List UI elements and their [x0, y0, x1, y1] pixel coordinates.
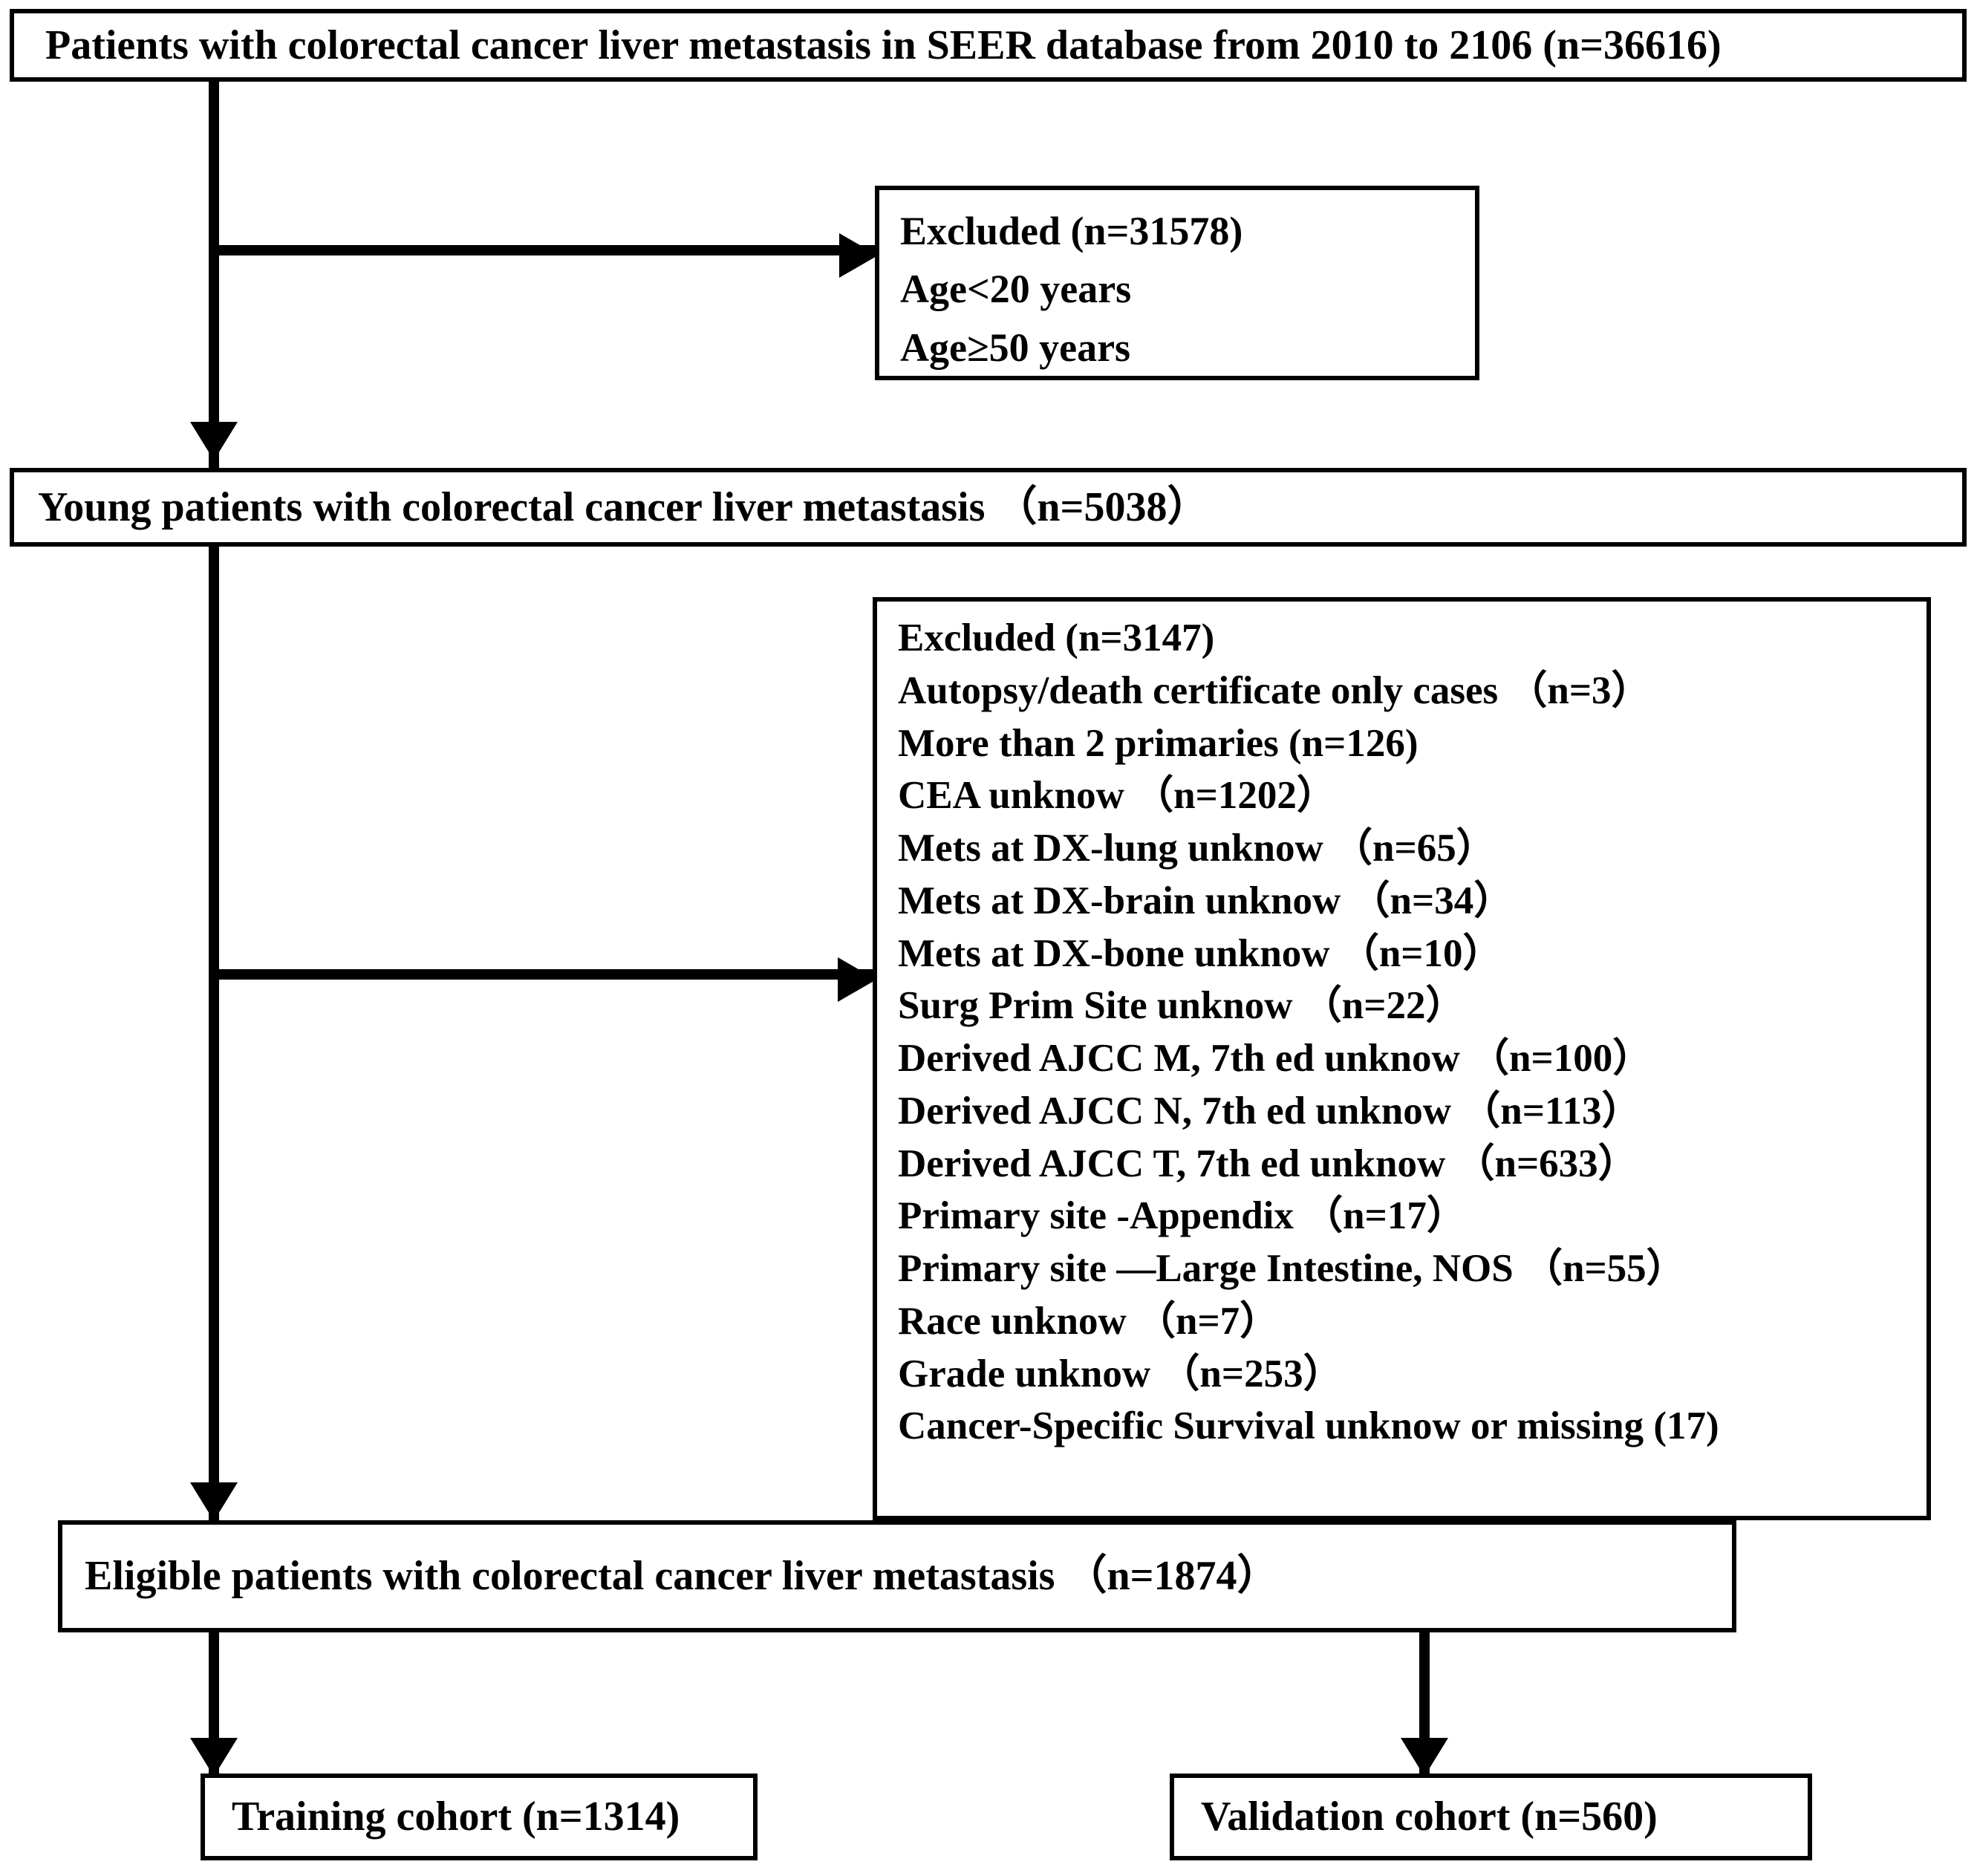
arrowhead-source-to-young	[190, 422, 238, 460]
excluded-2-line-11: Derived AJCC T, 7th ed unknow （n=633）	[898, 1141, 1638, 1185]
node-eligible-patients: Eligible patients with colorectal cancer…	[58, 1520, 1736, 1632]
connector-source-to-young	[209, 82, 219, 483]
excluded-2-line-9: Derived AJCC M, 7th ed unknow （n=100）	[898, 1037, 1652, 1080]
excluded-1-line-2: Age<20 years	[900, 267, 1132, 312]
node-validation-cohort: Validation cohort (n=560)	[1170, 1774, 1812, 1860]
node-source-population: Patients with colorectal cancer liver me…	[10, 9, 1967, 82]
arrowhead-to-excluded-2	[838, 957, 876, 1002]
connector-to-excluded-1	[214, 245, 882, 255]
node-source-label: Patients with colorectal cancer liver me…	[45, 22, 1722, 68]
connector-to-excluded-2	[214, 969, 882, 980]
arrowhead-eligible-to-validation	[1401, 1738, 1448, 1776]
node-excluded-criteria: Excluded (n=3147) Autopsy/death certific…	[873, 597, 1931, 1520]
connector-young-to-eligible	[209, 547, 219, 1534]
excluded-2-line-16: Cancer-Specific Survival unknow or missi…	[898, 1404, 1719, 1448]
excluded-2-line-3: More than 2 primaries (n=126)	[898, 721, 1419, 765]
excluded-2-line-4: CEA unknow （n=1202）	[898, 774, 1336, 818]
node-excluded-age: Excluded (n=31578) Age<20 years Age≥50 y…	[875, 186, 1479, 380]
excluded-2-line-10: Derived AJCC N, 7th ed unknow （n=113）	[898, 1089, 1641, 1133]
excluded-2-line-5: Mets at DX-lung unknow （n=65）	[898, 827, 1496, 870]
excluded-2-line-13: Primary site —Large Intestine, NOS （n=55…	[898, 1247, 1686, 1290]
node-young-label: Young patients with colorectal cancer li…	[38, 483, 1209, 530]
excluded-1-line-1: Excluded (n=31578)	[900, 209, 1243, 253]
excluded-2-line-12: Primary site -Appendix （n=17）	[898, 1194, 1466, 1238]
excluded-2-line-7: Mets at DX-bone unknow （n=10）	[898, 931, 1502, 975]
excluded-2-line-15: Grade unknow （n=253）	[898, 1352, 1343, 1395]
node-validation-label: Validation cohort (n=560)	[1201, 1794, 1658, 1840]
node-training-cohort: Training cohort (n=1314)	[201, 1774, 758, 1860]
excluded-2-line-14: Race unknow （n=7）	[898, 1299, 1280, 1343]
excluded-1-line-3: Age≥50 years	[900, 325, 1131, 370]
node-training-label: Training cohort (n=1314)	[232, 1794, 680, 1840]
excluded-2-line-1: Excluded (n=3147)	[898, 616, 1215, 659]
excluded-2-line-2: Autopsy/death certificate only cases （n=…	[898, 668, 1651, 712]
arrowhead-to-excluded-1	[839, 233, 878, 278]
node-young-patients: Young patients with colorectal cancer li…	[10, 468, 1967, 547]
excluded-2-line-6: Mets at DX-brain unknow （n=34）	[898, 879, 1514, 922]
arrowhead-young-to-eligible	[190, 1482, 238, 1521]
node-eligible-label: Eligible patients with colorectal cancer…	[85, 1553, 1279, 1600]
arrowhead-eligible-to-training	[190, 1738, 238, 1776]
excluded-2-line-8: Surg Prim Site unknow （n=22）	[898, 984, 1465, 1028]
